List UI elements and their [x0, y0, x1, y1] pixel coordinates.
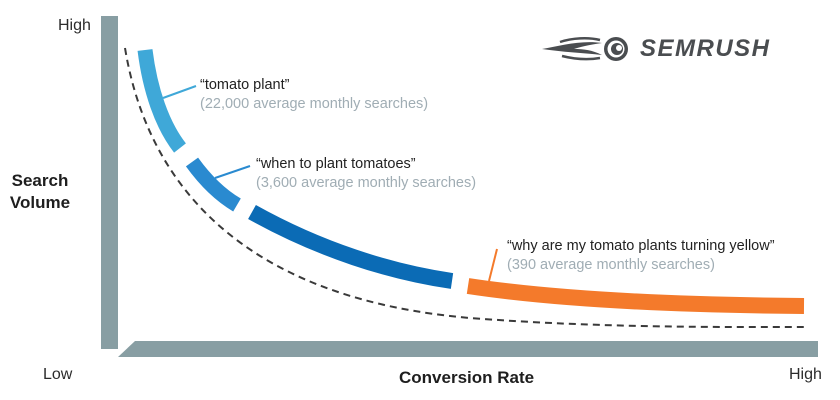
leader-line-1 — [162, 85, 197, 99]
y-axis-title: Search Volume — [8, 170, 72, 214]
annotation-tomato-plant: “tomato plant” (22,000 average monthly s… — [200, 76, 428, 114]
y-axis-title-line2: Volume — [9, 193, 71, 212]
y-axis-bar — [101, 16, 118, 349]
curve-segment-long-tail — [466, 278, 805, 314]
semrush-fireball-icon — [542, 37, 628, 61]
semrush-logo: SEMRUSH — [540, 34, 771, 64]
curve-segment-middle-long — [248, 205, 454, 289]
leader-line-2 — [214, 165, 251, 179]
y-axis-high-label: High — [58, 17, 91, 34]
annotation-keyword: “tomato plant” — [200, 77, 290, 93]
annotation-searches: (22,000 average monthly searches) — [200, 96, 429, 112]
curve-segment-head — [137, 49, 187, 153]
dashed-reference-curve — [124, 47, 806, 329]
x-axis-low-label: Low — [43, 366, 73, 383]
annotation-keyword: “when to plant tomatoes” — [256, 156, 416, 172]
annotation-searches: (3,600 average monthly searches) — [256, 175, 477, 191]
annotation-keyword: “why are my tomato plants turning yellow… — [507, 238, 775, 254]
annotation-turning-yellow: “why are my tomato plants turning yellow… — [507, 237, 775, 275]
annotation-searches: (390 average monthly searches) — [507, 257, 715, 273]
x-axis-high-label: High — [789, 366, 822, 383]
x-axis-title: Conversion Rate — [399, 368, 535, 387]
curve-segment-middle — [185, 157, 241, 212]
annotation-when-to-plant: “when to plant tomatoes” (3,600 average … — [256, 155, 476, 193]
x-axis-bar — [118, 341, 818, 357]
semrush-wordmark: SEMRUSH — [640, 35, 771, 62]
y-axis-title-line1: Search — [11, 171, 69, 190]
leader-line-3 — [488, 248, 498, 282]
